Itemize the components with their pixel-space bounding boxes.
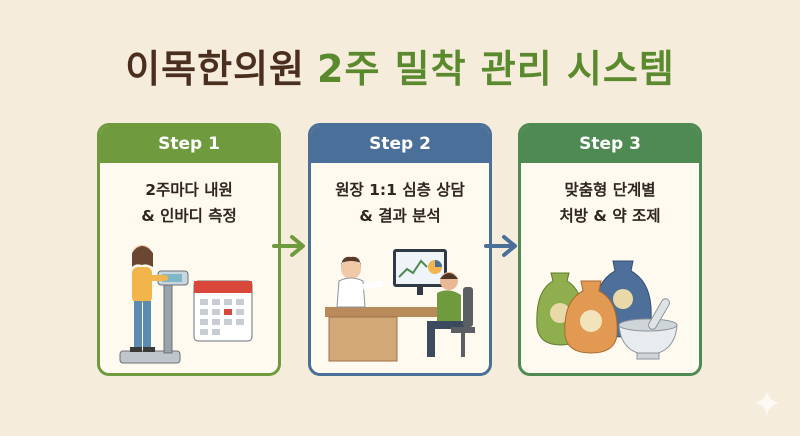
- step-line-1: 맞춤형 단계별: [564, 181, 656, 199]
- step-line-1: 2주마다 내원: [145, 181, 233, 199]
- step-line-2: 처방 & 약 조제: [559, 207, 661, 225]
- step-line-2: & 결과 분석: [359, 207, 441, 225]
- arrow-right-icon: [484, 235, 517, 257]
- step-card-1: Step 1 2주마다 내원 & 인바디 측정: [97, 123, 281, 376]
- title-system-name: 2주 밀착 관리 시스템: [317, 47, 675, 91]
- step-description: 2주마다 내원 & 인바디 측정: [100, 177, 278, 229]
- doctor-consultation-illustration: [325, 249, 475, 362]
- step-label: Step 1: [100, 126, 278, 163]
- step-label: Step 2: [311, 126, 489, 163]
- page-title: 이목한의원 2주 밀착 관리 시스템: [0, 38, 800, 93]
- sparkle-icon: [755, 391, 779, 415]
- step-card-2: Step 2 원장 1:1 심층 상담 & 결과 분석: [308, 123, 492, 376]
- inbody-scale-and-calendar-illustration: [119, 245, 253, 364]
- step-card-3: Step 3 맞춤형 단계별 처방 & 약 조제: [518, 123, 702, 376]
- step-description: 맞춤형 단계별 처방 & 약 조제: [521, 177, 699, 229]
- step-line-2: & 인바디 측정: [141, 207, 237, 225]
- step-description: 원장 1:1 심층 상담 & 결과 분석: [311, 177, 489, 229]
- step-label: Step 3: [521, 126, 699, 163]
- step-line-1: 원장 1:1 심층 상담: [335, 181, 465, 199]
- arrow-right-icon: [272, 235, 305, 257]
- herb-bags-and-mortar-illustration: [536, 260, 678, 360]
- title-clinic-name: 이목한의원: [125, 47, 305, 91]
